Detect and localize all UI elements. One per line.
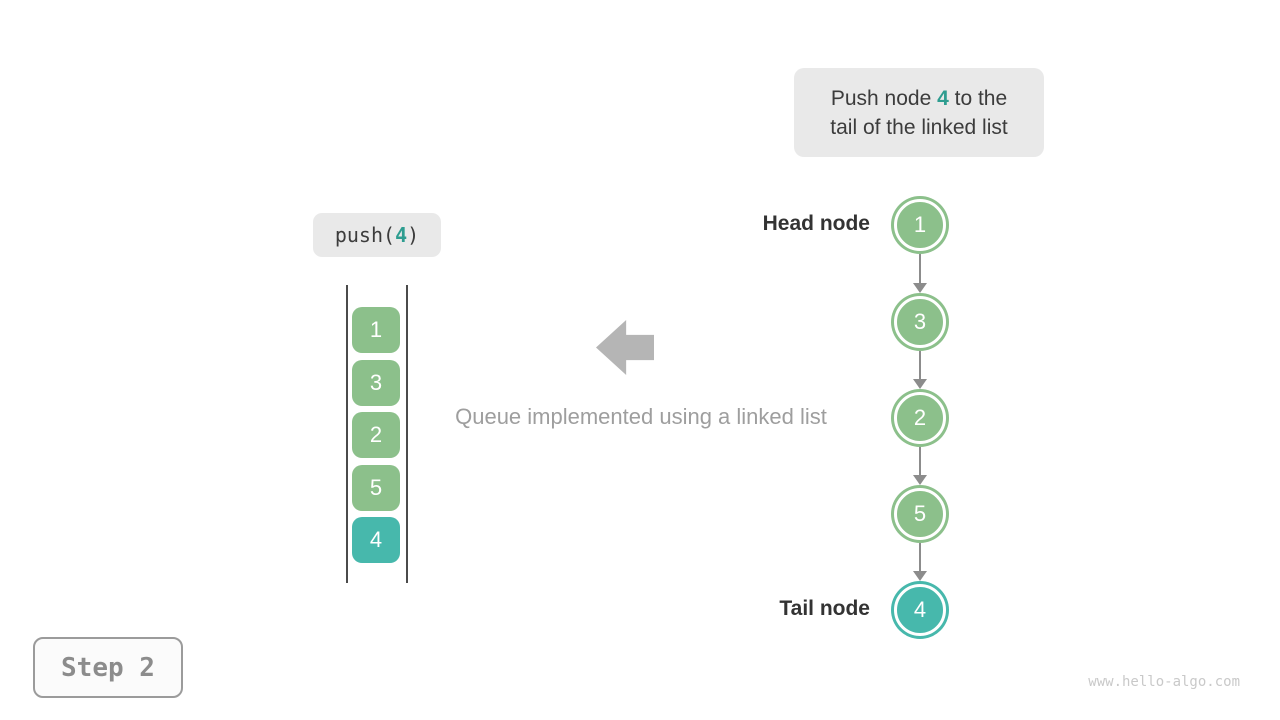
step-badge: Step 2 xyxy=(33,637,183,698)
stack-right-rail xyxy=(406,285,408,583)
push-operation-callout: Push node 4 to the tail of the linked li… xyxy=(794,68,1044,157)
stack-left-rail xyxy=(346,285,348,583)
linked-list-node: 5 xyxy=(894,488,946,540)
push-code-text: push( xyxy=(334,223,396,247)
down-arrow-icon xyxy=(913,254,927,293)
down-arrow-icon xyxy=(913,351,927,389)
head-node-label: Head node xyxy=(762,212,870,235)
callout-text: to the xyxy=(948,86,1008,110)
queue-cell-pushed: 4 xyxy=(352,517,400,563)
linked-list-node-tail: 4 xyxy=(894,584,946,636)
queue-cell: 1 xyxy=(352,307,400,353)
callout-text: Push node xyxy=(830,86,938,110)
down-arrow-icon xyxy=(913,447,927,485)
callout-highlight-value: 4 xyxy=(937,86,949,110)
tail-node-label: Tail node xyxy=(779,597,870,620)
push-code-label: push(4) xyxy=(313,213,441,257)
push-code-text: ) xyxy=(407,223,420,247)
linked-list-node: 3 xyxy=(894,296,946,348)
push-code-highlight-value: 4 xyxy=(395,223,408,247)
down-arrow-icon xyxy=(913,543,927,581)
watermark: www.hello-algo.com xyxy=(1088,674,1240,690)
queue-cell: 5 xyxy=(352,465,400,511)
callout-text: tail of the linked list xyxy=(830,115,1008,139)
callout-line-1: Push node 4 to the xyxy=(831,84,1007,113)
left-block-arrow-icon xyxy=(596,320,654,375)
queue-cell: 2 xyxy=(352,412,400,458)
callout-line-2: tail of the linked list xyxy=(830,113,1007,142)
linked-list-node: 1 xyxy=(894,199,946,251)
queue-cell: 3 xyxy=(352,360,400,406)
linked-list-node: 2 xyxy=(894,392,946,444)
diagram-caption: Queue implemented using a linked list xyxy=(455,404,827,429)
